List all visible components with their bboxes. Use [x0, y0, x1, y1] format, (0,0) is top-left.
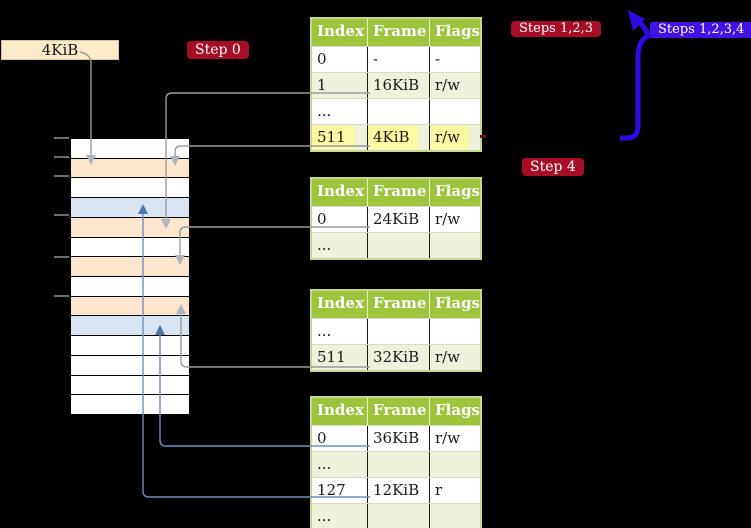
address-tick	[54, 137, 69, 139]
step-4-badge: Step 4	[522, 158, 584, 176]
table-cell: 1	[317, 76, 327, 94]
table-cell: 16KiB	[367, 73, 429, 98]
table-cell: 24KiB	[367, 207, 429, 232]
table-cell	[429, 452, 480, 477]
table-row: ...	[312, 318, 480, 344]
memory-row	[71, 394, 189, 415]
table-row: ...	[312, 98, 480, 124]
address-tick	[54, 175, 69, 177]
table-cell: 36KiB	[367, 426, 429, 451]
table-cell: r/w	[429, 345, 480, 370]
memory-row	[71, 216, 189, 237]
recursive-loop-arrow	[620, 10, 651, 141]
table-cell: -	[367, 47, 429, 72]
header-cell: Index	[317, 294, 364, 312]
table-row: 1 16KiB r/w	[312, 72, 480, 98]
table-cell	[429, 233, 480, 258]
table-cell	[367, 233, 429, 258]
table-row: 0 24KiB r/w	[312, 206, 480, 232]
table-cell: ...	[317, 507, 332, 525]
highlighted-value: 4KiB	[368, 126, 419, 149]
table-row-recursive-entry: 511 4KiB r/w	[312, 124, 480, 150]
memory-row	[71, 295, 189, 316]
table-cell: 0	[317, 210, 327, 228]
header-cell: Flags	[429, 19, 480, 46]
header-cell: Index	[317, 401, 364, 419]
table-cell	[429, 99, 480, 124]
steps-1-2-3-badge: Steps 1,2,3	[511, 21, 602, 37]
table-cell	[429, 319, 480, 344]
table-cell: 0	[317, 429, 327, 447]
table-cell: 511	[312, 125, 367, 150]
table-cell: r/w	[429, 125, 480, 150]
table-cell: ...	[317, 322, 332, 340]
table-cell: -	[429, 47, 480, 72]
table-cell: ...	[317, 455, 332, 473]
table-header-row: Index Frame Flags	[312, 398, 480, 425]
page-table-2: Index Frame Flags 0 24KiB r/w ...	[310, 177, 482, 260]
table-header-row: Index Frame Flags	[312, 291, 480, 318]
address-tick	[54, 256, 69, 258]
memory-row	[71, 236, 189, 257]
table-cell: 12KiB	[367, 478, 429, 503]
table-cell	[367, 504, 429, 528]
highlighted-value: r/w	[430, 126, 470, 149]
memory-row	[71, 197, 189, 217]
header-cell: Index	[317, 182, 364, 200]
table-cell	[367, 319, 429, 344]
table-row: ...	[312, 503, 480, 528]
table-row: 0 - -	[312, 46, 480, 72]
table-cell	[367, 452, 429, 477]
step-0-badge: Step 0	[187, 41, 249, 59]
header-cell: Flags	[429, 179, 480, 206]
header-cell: Frame	[367, 398, 429, 425]
highlighted-value: 511	[312, 126, 355, 149]
table-cell: ...	[317, 236, 332, 254]
table-cell: 4KiB	[367, 125, 429, 150]
memory-row	[71, 335, 189, 355]
memory-row	[71, 256, 189, 277]
header-cell: Frame	[367, 291, 429, 318]
memory-row	[71, 157, 189, 178]
table-cell: r/w	[429, 73, 480, 98]
steps-1-2-3-4-badge: Steps 1,2,3,4	[650, 22, 751, 38]
page-table-4: Index Frame Flags 0 36KiB r/w ... 127 12…	[310, 396, 482, 528]
header-cell: Flags	[429, 291, 480, 318]
table-cell: 32KiB	[367, 345, 429, 370]
table-header-row: Index Frame Flags	[312, 179, 480, 206]
table-cell: ...	[317, 102, 332, 120]
table-cell: r/w	[429, 426, 480, 451]
table-cell	[429, 504, 480, 528]
header-cell: Index	[317, 22, 364, 40]
memory-row	[71, 139, 189, 158]
header-cell: Frame	[367, 179, 429, 206]
table-header-row: Index Frame Flags	[312, 19, 480, 46]
table-row: 511 32KiB r/w	[312, 344, 480, 370]
memory-row	[71, 354, 189, 375]
table-cell	[367, 99, 429, 124]
table-cell: 127	[317, 481, 346, 499]
physical-memory-column	[70, 138, 190, 415]
table-row: ...	[312, 451, 480, 477]
memory-row	[71, 177, 189, 198]
address-tick	[54, 214, 69, 216]
table-cell: r/w	[429, 207, 480, 232]
table-cell: 0	[317, 50, 327, 68]
header-cell: Frame	[367, 19, 429, 46]
page-table-3: Index Frame Flags ... 511 32KiB r/w	[310, 289, 482, 372]
address-tick	[54, 295, 69, 297]
frame-size-label: 4KiB	[1, 40, 119, 60]
table-row: 127 12KiB r	[312, 477, 480, 503]
memory-row	[71, 315, 189, 336]
table-cell: 511	[317, 348, 346, 366]
memory-row	[71, 276, 189, 296]
table-cell: r	[429, 478, 480, 503]
page-table-1: Index Frame Flags 0 - - 1 16KiB r/w ... …	[310, 17, 482, 152]
table-row: 0 36KiB r/w	[312, 425, 480, 451]
memory-row	[71, 374, 189, 395]
header-cell: Flags	[429, 398, 480, 425]
address-tick	[54, 156, 69, 158]
table-row: ...	[312, 232, 480, 258]
